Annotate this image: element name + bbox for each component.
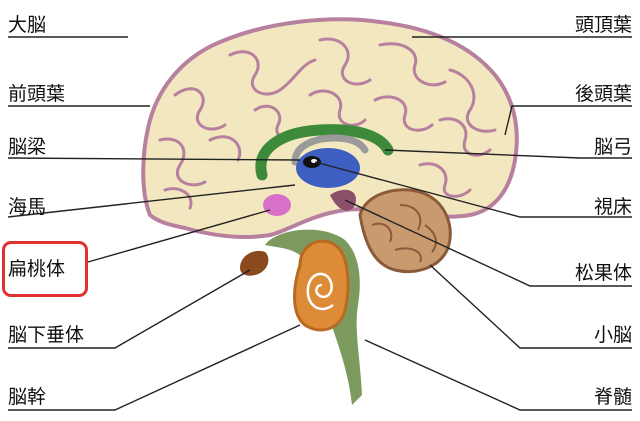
leader-line — [384, 149, 632, 159]
leader-line — [429, 264, 632, 349]
leader-line — [364, 339, 632, 411]
corpus-callosum — [255, 124, 394, 181]
leader-line — [7, 184, 296, 218]
label-brainstem: 脳幹 — [8, 386, 47, 408]
thalamus — [296, 148, 360, 188]
label-pineal: 松果体 — [574, 262, 632, 284]
label-parietal-lobe: 頭頂葉 — [574, 14, 632, 36]
pons-spiral-line — [306, 272, 334, 311]
amygdala-highlight-box — [2, 241, 88, 297]
label-fornix: 脳弓 — [593, 136, 632, 158]
leader-line — [504, 105, 632, 136]
label-hippocampus: 海馬 — [8, 196, 47, 218]
leader-line — [344, 199, 632, 287]
label-frontal-lobe: 前頭葉 — [8, 83, 66, 105]
pituitary-gland — [240, 250, 269, 276]
label-corpus-callosum: 脳梁 — [8, 136, 47, 158]
label-amygdala: 扁桃体 — [8, 258, 66, 280]
label-cerebrum: 大脳 — [8, 14, 47, 36]
leader-line — [314, 161, 632, 218]
cortex-folds — [158, 37, 497, 210]
leader-line — [8, 269, 251, 349]
label-occipital-lobe: 後頭葉 — [574, 83, 632, 105]
label-thalamus: 視床 — [593, 196, 632, 218]
leader-lines — [7, 36, 632, 411]
label-pituitary: 脳下垂体 — [8, 324, 85, 346]
leader-line — [8, 324, 301, 411]
label-cerebellum: 小脳 — [593, 324, 632, 346]
leader-line — [87, 209, 271, 263]
pineal-gland — [330, 189, 356, 211]
fornix — [291, 134, 369, 166]
cerebellum-folds — [371, 204, 437, 263]
label-spinal-cord: 脊髄 — [593, 386, 632, 408]
cerebellum — [358, 188, 452, 274]
amygdala-shape — [263, 194, 291, 216]
leader-line — [7, 157, 301, 161]
